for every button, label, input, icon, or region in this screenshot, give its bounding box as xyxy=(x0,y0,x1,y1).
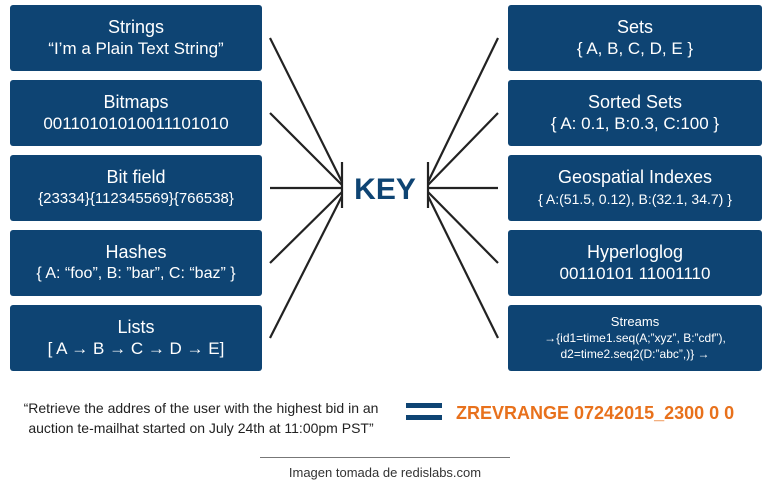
strings-value: “I’m a Plain Text String” xyxy=(48,39,224,58)
geospatial-title: Geospatial Indexes xyxy=(557,167,713,187)
connector-hyperloglog xyxy=(427,191,499,264)
key-label: KEY xyxy=(354,173,416,206)
strings-title: Strings xyxy=(107,17,165,37)
streams-title: Streams xyxy=(610,314,660,329)
streams-value-line2: d2=time2.seq2(D:”abc”,)} → xyxy=(560,347,710,361)
connector-lists xyxy=(269,195,343,339)
geospatial-box: Geospatial Indexes { A:(51.5, 0.12), B:(… xyxy=(508,155,762,221)
query-line-1: “Retrieve the addres of the user with th… xyxy=(23,400,379,416)
hyperloglog-box: Hyperloglog 00110101 11001110 xyxy=(508,230,762,296)
streams-box: Streams →{id1=time1.seq(A;”xyz”, B:”cdf”… xyxy=(508,305,762,371)
hyperloglog-value: 00110101 11001110 xyxy=(559,264,711,283)
hashes-value: { A: “foo”, B: ”bar”, C: “baz” } xyxy=(36,265,236,282)
lists-value: [ A → B → C → D → E] xyxy=(47,339,225,358)
sorted-sets-box: Sorted Sets { A: 0.1, B:0.3, C:100 } xyxy=(508,80,762,146)
sets-value: { A, B, C, D, E } xyxy=(576,39,694,58)
connector-sorted-sets xyxy=(427,112,499,186)
bitfield-value: {23334}{112345569}{766538} xyxy=(38,190,234,207)
redis-command: ZREVRANGE 07242015_2300 0 0 xyxy=(456,403,735,423)
query-line-2: auction te-mailhat started on July 24th … xyxy=(28,420,374,436)
bitmaps-box: Bitmaps 00110101010011101010 xyxy=(10,80,262,146)
connector-strings xyxy=(269,37,343,183)
hashes-box: Hashes { A: “foo”, B: ”bar”, C: “baz” } xyxy=(10,230,262,296)
geospatial-value: { A:(51.5, 0.12), B:(32.1, 34.7) } xyxy=(538,191,732,207)
sorted-sets-title: Sorted Sets xyxy=(587,92,683,112)
strings-box: Strings “I’m a Plain Text String” xyxy=(10,5,262,71)
connector-bitmaps xyxy=(269,112,343,186)
credit-divider xyxy=(260,457,510,458)
bitmaps-title: Bitmaps xyxy=(103,92,169,112)
image-credit: Imagen tomada de redislabs.com xyxy=(288,465,482,480)
connector-streams xyxy=(427,195,499,339)
streams-value-line1: →{id1=time1.seq(A;”xyz”, B:”cdf”), xyxy=(544,331,726,345)
connector-hashes xyxy=(269,191,343,264)
query-text: “Retrieve the addres of the user with th… xyxy=(0,398,402,438)
bitfield-title: Bit field xyxy=(106,167,166,187)
bitfield-box: Bit field {23334}{112345569}{766538} xyxy=(10,155,262,221)
bitmaps-value: 00110101010011101010 xyxy=(43,114,229,133)
sets-title: Sets xyxy=(616,17,654,37)
lists-title: Lists xyxy=(117,317,155,337)
lists-box: Lists [ A → B → C → D → E] xyxy=(10,305,262,371)
sets-box: Sets { A, B, C, D, E } xyxy=(508,5,762,71)
connector-sets xyxy=(427,37,499,183)
sorted-sets-value: { A: 0.1, B:0.3, C:100 } xyxy=(550,114,720,133)
hyperloglog-title: Hyperloglog xyxy=(586,242,684,262)
right-bracket xyxy=(426,37,499,339)
hashes-title: Hashes xyxy=(105,242,167,262)
equals-sign-icon xyxy=(406,403,442,427)
left-bracket xyxy=(269,37,344,339)
